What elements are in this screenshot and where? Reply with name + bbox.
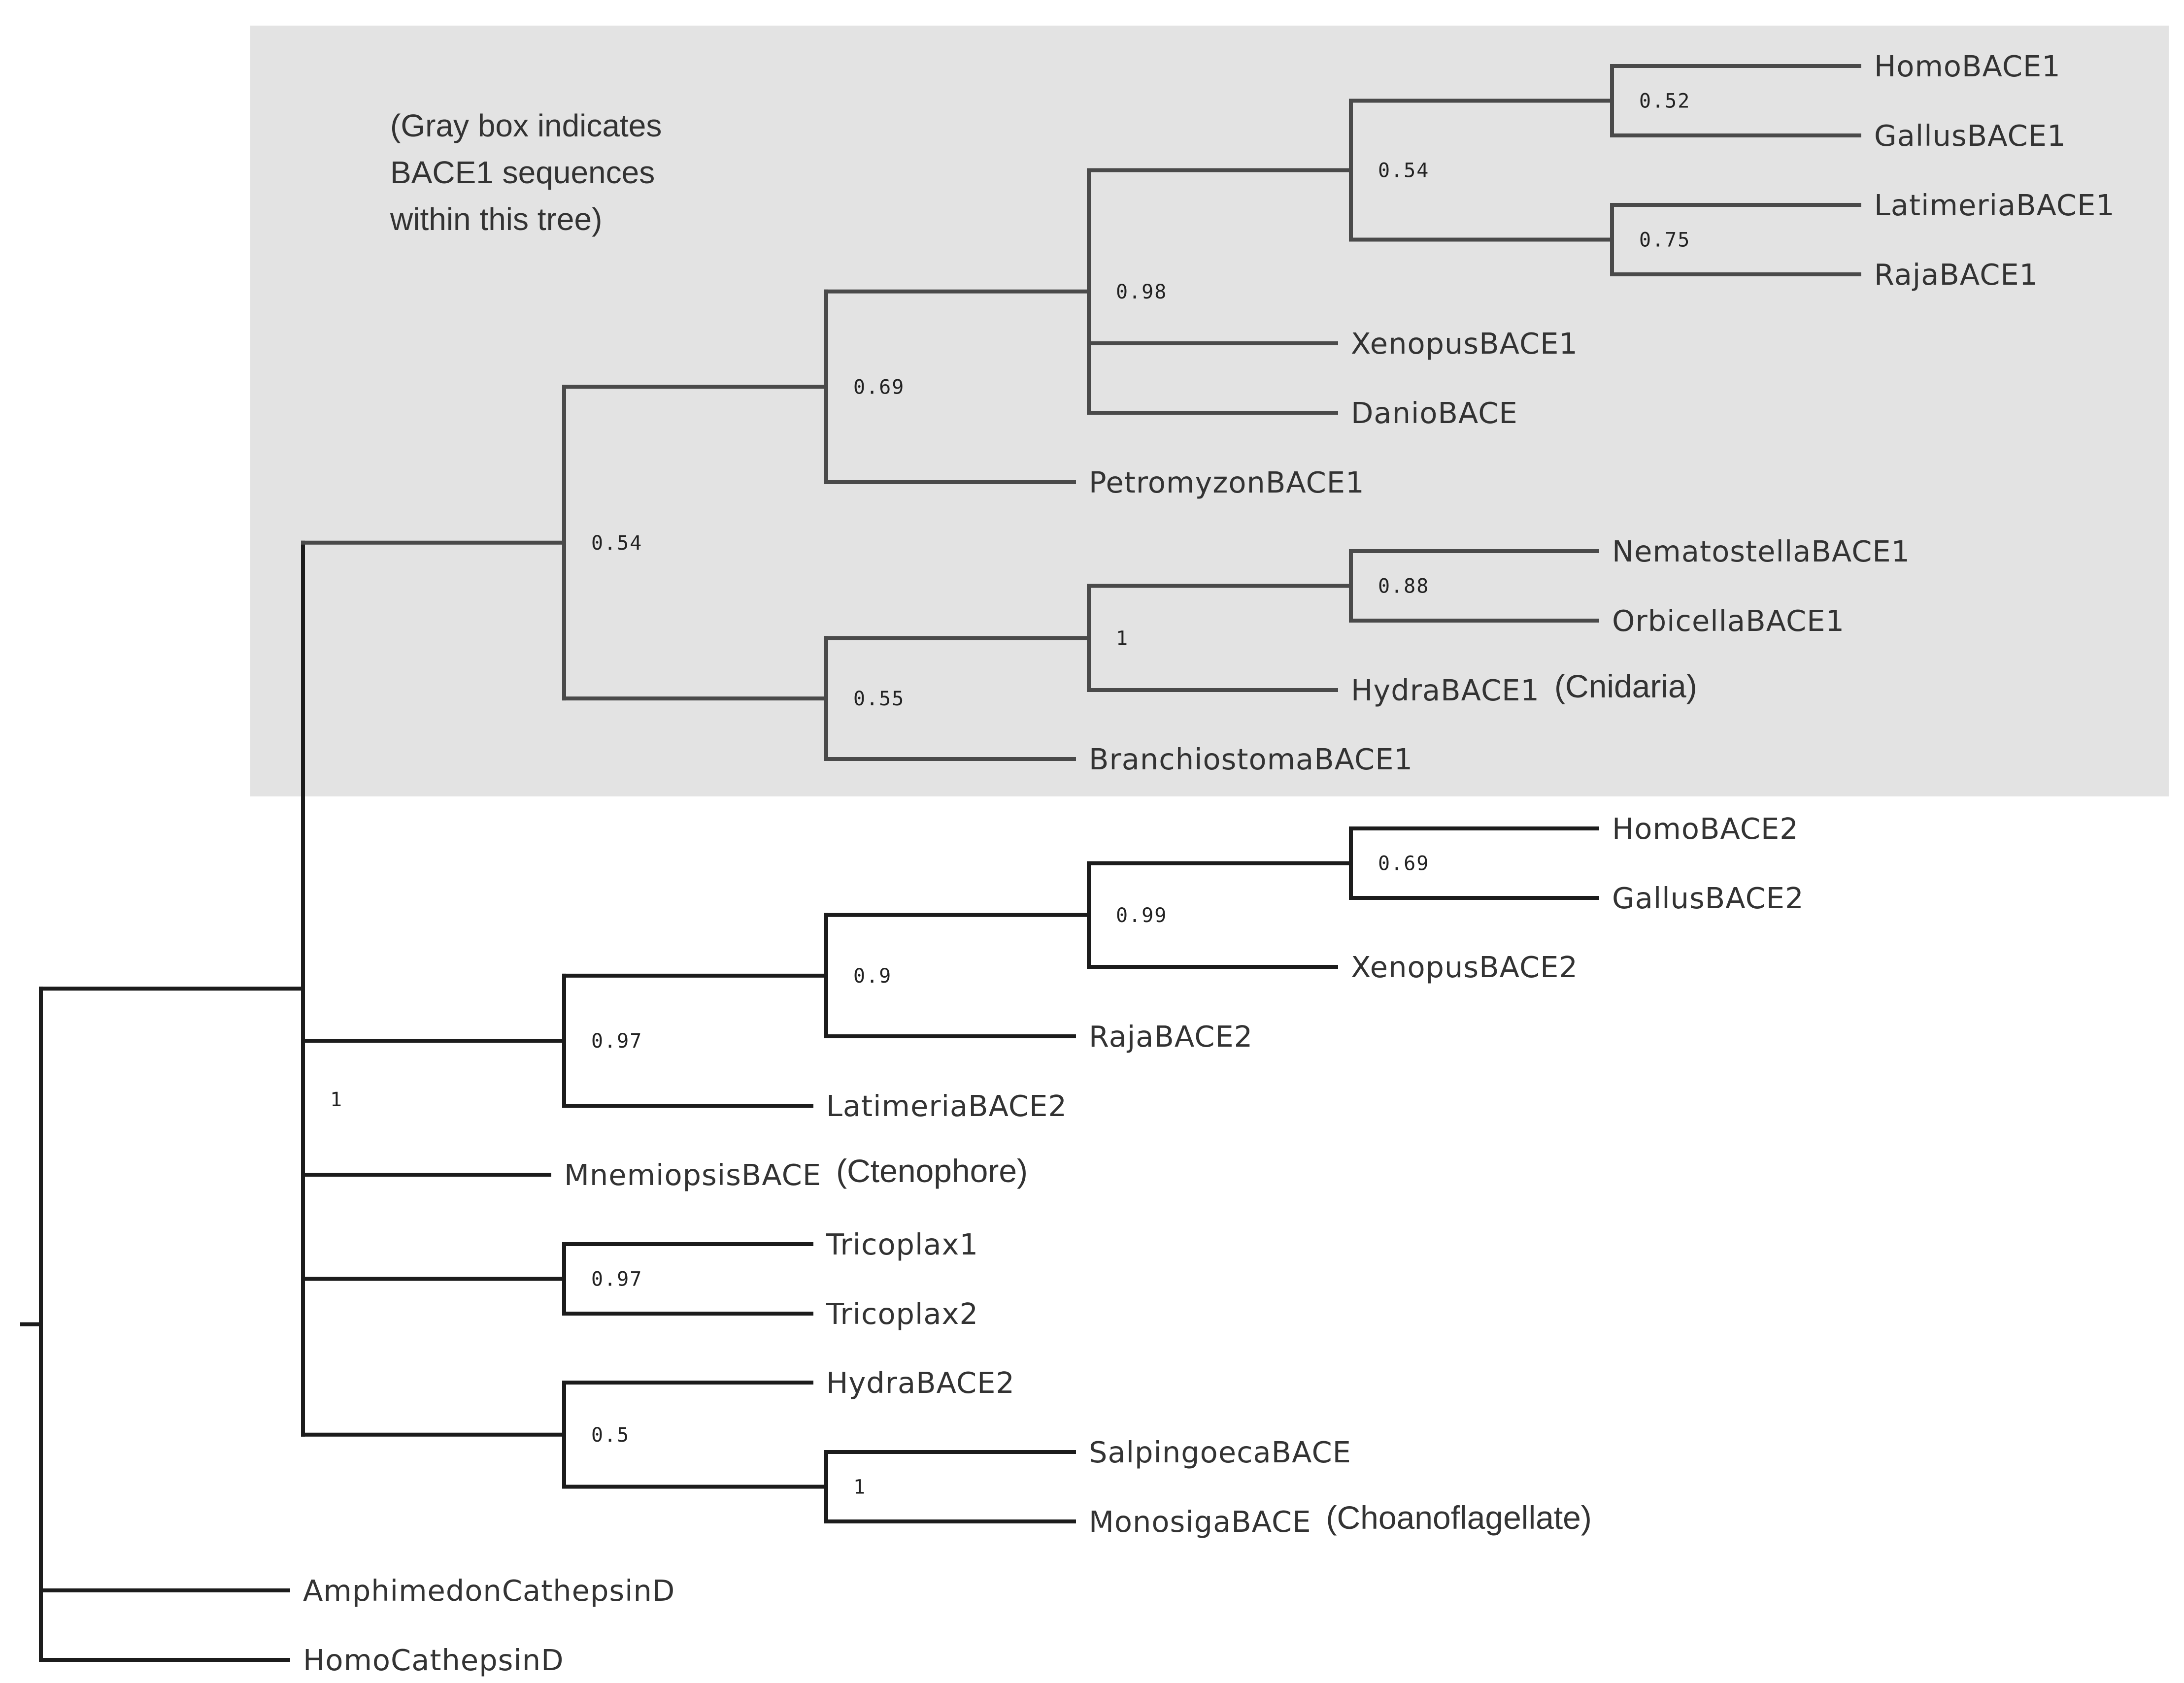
n-bace-clade-support-value: 1 [330, 1089, 343, 1111]
leaf-label-rajabace2: RajaBACE2 [1089, 1020, 1253, 1054]
n-hydra2-choano-support-value: 0.5 [591, 1424, 630, 1447]
n-homo-gallus-bace2-support-value: 0.69 [1378, 853, 1429, 875]
leaf-caption-mnemiopsisbace: (Ctenophore) [836, 1153, 1028, 1189]
n-tetrapod-bace1-support-value: 0.54 [1378, 160, 1429, 182]
highlight-note-line-2: BACE1 sequences [390, 155, 655, 190]
leaf-label-rajabace1: RajaBACE1 [1874, 258, 2038, 292]
n-with-branchiostoma-support-value: 0.55 [853, 688, 905, 710]
n-latimeria-raja-bace1-support-value: 0.75 [1639, 229, 1690, 252]
n-bace1-clade-support-value: 0.54 [591, 532, 642, 555]
tree-labels: 0.52 0.75 0.54 0.98 0.69 0.88 1 0.55 0.54 0.69 0.9… [303, 49, 2115, 1677]
leaf-label-xenopusbace2: XenopusBACE2 [1351, 950, 1578, 984]
leaf-label-xenopusbace1: XenopusBACE1 [1351, 327, 1578, 361]
leaf-label-homobace2: HomoBACE2 [1612, 812, 1799, 846]
leaf-caption-hydrabace1: (Cnidaria) [1554, 668, 1697, 704]
leaf-label-nematostellabace1: NematostellaBACE1 [1612, 534, 1910, 568]
n-choanoflagellate-support-value: 1 [853, 1476, 866, 1499]
n-with-xenopus-bace2-support-value: 0.99 [1116, 904, 1167, 927]
highlight-note-line-1: (Gray box indicates [390, 108, 662, 143]
leaf-label-latimeriabace2: LatimeriaBACE2 [826, 1089, 1067, 1123]
leaf-label-homocathepsind: HomoCathepsinD [303, 1643, 564, 1677]
leaf-label-monosigabace: MonosigaBACE [1089, 1505, 1311, 1539]
leaf-label-homobace1: HomoBACE1 [1874, 49, 2061, 83]
leaf-caption-monosigabace: (Choanoflagellate) [1326, 1499, 1592, 1536]
n-homo-gallus-bace1-support-value: 0.52 [1639, 90, 1690, 113]
highlight-note-line-3: within this tree) [390, 201, 602, 237]
leaf-label-mnemiopsisbace: MnemiopsisBACE [564, 1158, 821, 1192]
leaf-label-tricoplax2: Tricoplax2 [826, 1297, 978, 1331]
n-vertebrate-bace1-support-value: 0.98 [1116, 281, 1167, 303]
leaf-label-daniobace: DanioBACE [1351, 396, 1518, 430]
leaf-label-orbicellabace1: OrbicellaBACE1 [1612, 604, 1845, 638]
leaf-label-latimeriabace1: LatimeriaBACE1 [1874, 188, 2115, 222]
leaf-label-petromyzonbace1: PetromyzonBACE1 [1089, 465, 1365, 499]
leaf-label-gallusbace1: GallusBACE1 [1874, 119, 2066, 153]
n-tricoplax-support-value: 0.97 [591, 1268, 642, 1291]
leaf-label-tricoplax1: Tricoplax1 [826, 1227, 978, 1261]
leaf-label-amphimedoncathepsind: AmphimedonCathepsinD [303, 1574, 675, 1608]
leaf-label-hydrabace2: HydraBACE2 [826, 1366, 1015, 1400]
n-nematostella-orbicella-support-value: 0.88 [1378, 575, 1429, 598]
n-with-raja-bace2-support-value: 0.9 [853, 965, 892, 988]
tree-branches [20, 64, 1861, 1662]
leaf-label-branchiostomabace1: BranchiostomaBACE1 [1089, 742, 1413, 776]
n-bace2-clade-support-value: 0.97 [591, 1030, 642, 1053]
n-with-petromyzon-support-value: 0.69 [853, 376, 905, 398]
leaf-label-salpingoecabace: SalpingoecaBACE [1089, 1435, 1351, 1469]
n-cnidaria-bace1-support-value: 1 [1116, 627, 1129, 650]
leaf-label-hydrabace1: HydraBACE1 [1351, 673, 1540, 707]
leaf-label-gallusbace2: GallusBACE2 [1612, 881, 1804, 915]
